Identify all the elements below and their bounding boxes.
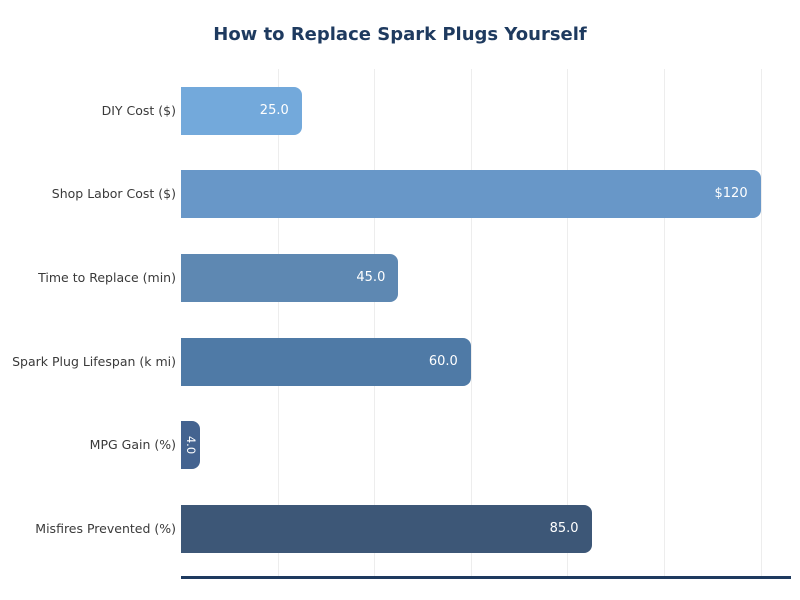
- bar-value-diy-cost: 25.0: [259, 102, 289, 118]
- bar-mpg-gain: 4.0: [181, 421, 201, 470]
- chart-title: How to Replace Spark Plugs Yourself: [213, 24, 587, 45]
- bar-time-to-replace: 45.0: [181, 253, 399, 302]
- bar-row-spark-plug-lifespan: Spark Plug Lifespan (k mi) 60.0: [0, 337, 800, 386]
- bar-row-time-to-replace: Time to Replace (min) 45.0: [0, 253, 800, 302]
- category-label-mpg-gain: MPG Gain (%): [89, 437, 176, 453]
- x-axis-line: [181, 576, 791, 579]
- bar-row-shop-labor-cost: Shop Labor Cost ($) $120: [0, 170, 800, 219]
- gridline-x60: [470, 69, 472, 576]
- category-label-diy-cost: DIY Cost ($): [101, 102, 176, 118]
- bar-misfires-prevented: 85.0: [181, 505, 592, 553]
- bar-spark-plug-lifespan: 60.0: [181, 337, 471, 386]
- bar-value-spark-plug-lifespan: 60.0: [428, 353, 458, 369]
- gridline-x100: [664, 69, 665, 576]
- bar-value-time-to-replace: 45.0: [356, 269, 386, 285]
- gridline-x40: [374, 69, 376, 576]
- bar-row-mpg-gain: MPG Gain (%) 4.0: [0, 421, 800, 470]
- category-label-time-to-replace: Time to Replace (min): [38, 269, 176, 285]
- category-label-shop-labor-cost: Shop Labor Cost ($): [51, 186, 176, 202]
- category-label-misfires-prevented: Misfires Prevented (%): [35, 521, 176, 536]
- bar-value-mpg-gain: 4.0: [183, 436, 198, 455]
- bar-value-misfires-prevented: 85.0: [549, 521, 579, 536]
- bar-value-shop-labor-cost: $120: [714, 186, 748, 202]
- bar-shop-labor-cost: $120: [181, 170, 761, 219]
- bar-row-misfires-prevented: Misfires Prevented (%) 85.0: [0, 505, 800, 553]
- bar-diy-cost: 25.0: [181, 86, 302, 135]
- gridline-x20: [277, 69, 279, 576]
- bar-row-diy-cost: DIY Cost ($) 25.0: [0, 86, 800, 135]
- gridline-x80: [567, 69, 569, 576]
- category-label-spark-plug-lifespan: Spark Plug Lifespan (k mi): [12, 353, 176, 369]
- gridline-x120: [760, 69, 762, 576]
